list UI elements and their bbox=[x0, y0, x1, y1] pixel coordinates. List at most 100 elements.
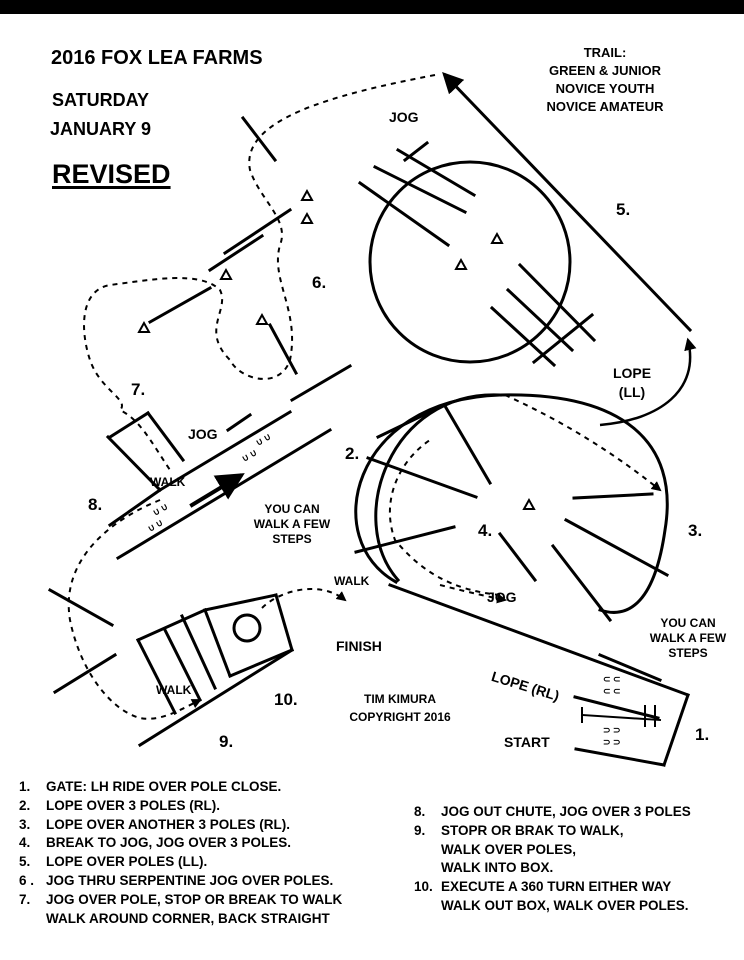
step-text: LOPE OVER ANOTHER 3 POLES (RL). bbox=[46, 816, 291, 832]
chute-line bbox=[107, 487, 163, 528]
gait-walk-box: WALK bbox=[156, 683, 192, 697]
instruction-item: 2. LOPE OVER 3 POLES (RL). bbox=[19, 797, 342, 816]
step-text: WALK OVER POLES, bbox=[441, 841, 577, 857]
step-number: 9. bbox=[414, 822, 426, 838]
course-diagram: ∪ ∪ ∪ ∪ ∪ ∪ ∪ ∪ ⊂ ⊂ ⊂ ⊂ ⊃ ⊃ ⊃ ⊃ bbox=[47, 71, 697, 767]
instruction-item: 1. GATE: LH RIDE OVER POLE CLOSE. bbox=[19, 778, 342, 797]
route-path bbox=[439, 584, 507, 604]
gait-jog-chute: JOG bbox=[188, 426, 218, 442]
designer-name: TIM KIMURA bbox=[364, 692, 436, 706]
lope-curve bbox=[374, 393, 502, 583]
step-number: 4. bbox=[19, 835, 31, 851]
box-line bbox=[137, 647, 295, 748]
note-line: YOU CAN bbox=[264, 502, 320, 516]
cone-icon bbox=[522, 497, 536, 510]
note-walk-few-left: YOU CAN WALK A FEW STEPS bbox=[252, 502, 332, 547]
course-sheet: ∪ ∪ ∪ ∪ ∪ ∪ ∪ ∪ ⊂ ⊂ ⊂ ⊂ ⊃ ⊃ ⊃ ⊃ 2016 FOX… bbox=[0, 14, 744, 960]
step-number: 1. bbox=[19, 779, 31, 794]
chute-line bbox=[157, 409, 293, 493]
gait-jog-top: JOG bbox=[389, 109, 419, 125]
gate-line bbox=[662, 693, 690, 767]
instruction-item: 3. LOPE OVER ANOTHER 3 POLES (RL). bbox=[19, 816, 342, 835]
chute-line bbox=[225, 412, 253, 433]
obstacle-number-10: 10. bbox=[274, 690, 298, 709]
pole bbox=[289, 363, 353, 403]
lope-path-line bbox=[442, 71, 693, 333]
instructions-left: 1. GATE: LH RIDE OVER POLE CLOSE. 2. LOPE … bbox=[19, 778, 342, 928]
instruction-item: 5.LOPE OVER POLES (LL). bbox=[19, 853, 342, 872]
obstacle-number-3: 3. bbox=[688, 521, 703, 540]
pole bbox=[550, 543, 613, 623]
route-path bbox=[388, 439, 501, 596]
step-number: 8. bbox=[414, 804, 426, 819]
event-date: JANUARY 9 bbox=[50, 119, 152, 139]
box-line bbox=[274, 593, 294, 652]
trail-class: NOVICE AMATEUR bbox=[546, 99, 664, 114]
gate-line bbox=[388, 583, 690, 697]
step-number: 3. bbox=[19, 816, 31, 832]
cone-icon bbox=[255, 312, 269, 325]
step-text: JOG OVER POLE, STOP OR BREAK TO WALK bbox=[46, 891, 343, 907]
instructions-right: 8. JOG OUT CHUTE, JOG OVER 3 POLES 9.STOP… bbox=[414, 803, 691, 916]
obstacle-number-2: 2. bbox=[345, 444, 360, 463]
cone-icon bbox=[219, 267, 233, 280]
obstacle-number-9: 9. bbox=[219, 732, 234, 751]
pole bbox=[267, 322, 299, 376]
hoof-print: ⊃ ⊃ bbox=[603, 737, 621, 747]
pole bbox=[563, 517, 670, 578]
step-number: 7. bbox=[19, 891, 31, 907]
jog-oval bbox=[354, 393, 669, 614]
note-line: YOU CAN bbox=[660, 616, 716, 630]
cone-icon bbox=[300, 188, 314, 201]
box-line bbox=[228, 648, 294, 678]
hoof-print: ∪ ∪ bbox=[254, 431, 273, 448]
hoof-print: ⊂ ⊂ bbox=[603, 686, 621, 696]
trail-class: NOVICE YOUTH bbox=[555, 81, 655, 96]
lope-circle bbox=[368, 160, 572, 364]
step-text: WALK OUT BOX, WALK OVER POLES. bbox=[441, 897, 689, 913]
gait-lead: (LL) bbox=[618, 384, 646, 400]
credit-block: TIM KIMURA COPYRIGHT 2016 bbox=[340, 690, 460, 726]
pole bbox=[357, 180, 451, 248]
pole bbox=[517, 262, 597, 343]
note-line: STEPS bbox=[272, 532, 312, 546]
pole bbox=[222, 207, 293, 256]
obstacle-number-4: 4. bbox=[478, 521, 493, 540]
cone-icon bbox=[300, 211, 314, 224]
step-text: GATE: LH RIDE OVER POLE CLOSE. bbox=[46, 779, 282, 794]
copyright: COPYRIGHT 2016 bbox=[349, 710, 451, 724]
step-number: 2. bbox=[19, 797, 31, 813]
instruction-item: 6 .JOG THRU SERPENTINE JOG OVER POLES. bbox=[19, 872, 342, 891]
note-line: WALK A FEW bbox=[253, 517, 331, 531]
step-text: LOPE OVER 3 POLES (RL). bbox=[46, 797, 221, 813]
box-line bbox=[135, 637, 178, 716]
gait-walk-mid: WALK bbox=[334, 574, 370, 588]
chute-line bbox=[145, 410, 186, 463]
pole bbox=[180, 614, 217, 690]
cone-icon bbox=[454, 257, 468, 270]
route-path bbox=[504, 394, 662, 492]
finish-label: FINISH bbox=[336, 638, 382, 654]
hoof-print: ⊃ ⊃ bbox=[603, 725, 621, 735]
trail-class: GREEN & JUNIOR bbox=[549, 63, 661, 78]
box-line bbox=[136, 608, 207, 642]
start-label: START bbox=[504, 734, 550, 750]
chute-line bbox=[107, 410, 151, 440]
pole bbox=[207, 233, 265, 273]
step-text: JOG OUT CHUTE, JOG OVER 3 POLES bbox=[441, 804, 691, 819]
pole bbox=[572, 492, 654, 500]
step-text: WALK AROUND CORNER, BACK STRAIGHT bbox=[46, 910, 330, 926]
note-line: STEPS bbox=[668, 646, 708, 660]
lope-curve-ll bbox=[599, 337, 697, 427]
instruction-item: 4.BREAK TO JOG, JOG OVER 3 POLES. bbox=[19, 834, 342, 853]
pole bbox=[375, 407, 437, 440]
obstacle-number-7: 7. bbox=[131, 380, 146, 399]
instruction-item: 9.STOPR OR BRAK TO WALK,WALK OVER POLES,… bbox=[414, 822, 691, 878]
hoof-print: ⊂ ⊂ bbox=[603, 674, 621, 684]
pole bbox=[52, 652, 118, 695]
step-text: WALK INTO BOX. bbox=[441, 860, 554, 876]
route-path bbox=[261, 587, 347, 609]
revised-label: REVISED bbox=[52, 159, 171, 189]
route-path bbox=[83, 74, 436, 471]
